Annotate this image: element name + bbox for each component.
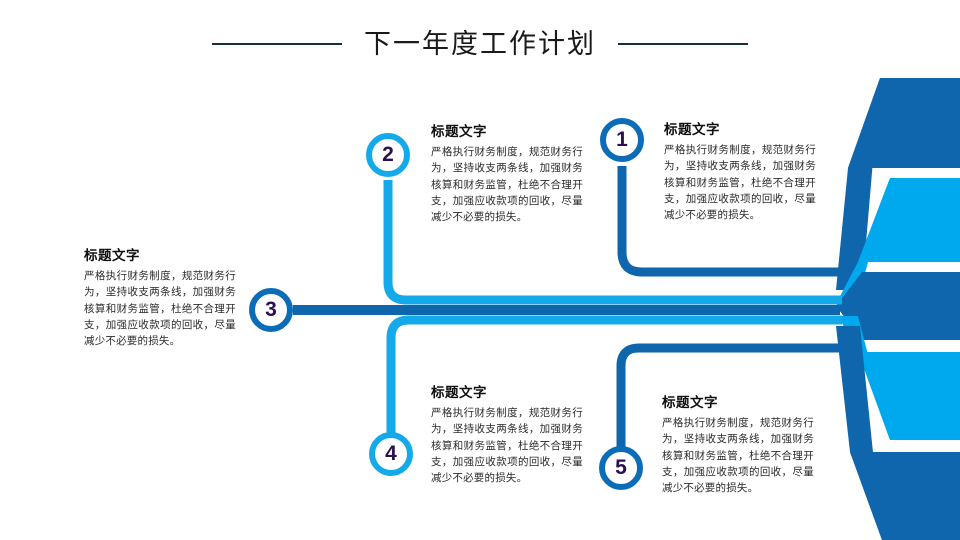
text-block-1: 标题文字 严格执行财务制度，规范财务行为，坚持收支两条线，加强财务核算和财务监管… [664,122,816,224]
title-rule-right [618,43,748,45]
page-title: 下一年度工作计划 [364,28,596,59]
node-marker-2[interactable]: 2 [366,133,410,177]
ribbon-1-tail [836,78,880,290]
text-block-2: 标题文字 严格执行财务制度，规范财务行为，坚持收支两条线，加强财务核算和财务监管… [431,124,583,226]
node-marker-3[interactable]: 3 [249,288,293,332]
text-block-3-heading: 标题文字 [84,248,140,263]
node-number-2: 2 [382,143,394,166]
node-number-1: 1 [616,128,628,151]
connector-path-1 [617,166,842,277]
center-arrow-left [836,272,960,340]
text-block-4-body: 严格执行财务制度，规范财务行为，坚持收支两条线，加强财务核算和财务监管，杜绝不合… [431,407,583,485]
text-block-3: 标题文字 严格执行财务制度，规范财务行为，坚持收支两条线，加强财务核算和财务监管… [84,248,236,350]
text-block-2-body: 严格执行财务制度，规范财务行为，坚持收支两条线，加强财务核算和财务监管，杜绝不合… [431,146,583,224]
text-block-3-body: 严格执行财务制度，规范财务行为，坚持收支两条线，加强财务核算和财务监管，杜绝不合… [84,270,236,348]
connector-path-2 [383,180,842,305]
text-block-1-heading: 标题文字 [664,122,720,137]
text-block-4: 标题文字 严格执行财务制度，规范财务行为，坚持收支两条线，加强财务核算和财务监管… [431,385,583,487]
text-block-5-body: 严格执行财务制度，规范财务行为，坚持收支两条线，加强财务核算和财务监管，杜绝不合… [662,417,814,495]
ribbon-4-tail [838,316,890,440]
connector-path-5 [616,343,842,448]
node-number-3: 3 [265,298,277,321]
node-marker-4[interactable]: 4 [369,432,413,476]
text-block-2-heading: 标题文字 [431,124,487,139]
connector-path-4 [386,315,842,434]
text-block-4-heading: 标题文字 [431,385,487,400]
ribbon-5-tail [836,326,882,540]
node-marker-1[interactable]: 1 [600,118,644,162]
text-block-5-heading: 标题文字 [662,395,718,410]
node-number-5: 5 [615,456,627,479]
slide-title-bar: 下一年度工作计划 [0,22,960,66]
title-rule-left [212,43,342,45]
text-block-1-body: 严格执行财务制度，规范财务行为，坚持收支两条线，加强财务核算和财务监管，杜绝不合… [664,144,816,222]
text-block-5: 标题文字 严格执行财务制度，规范财务行为，坚持收支两条线，加强财务核算和财务监管… [662,395,814,497]
node-marker-5[interactable]: 5 [599,446,643,490]
node-number-4: 4 [385,442,397,465]
